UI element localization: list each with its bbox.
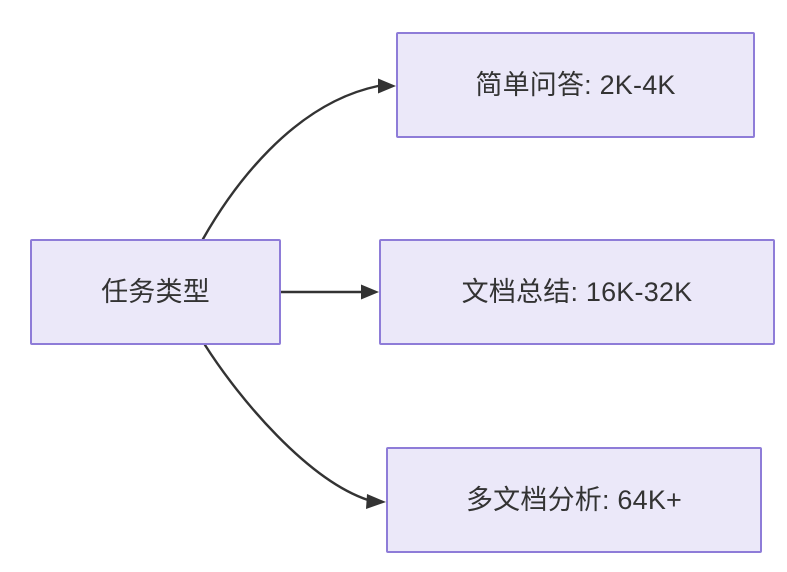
node-doc-summary[interactable]: 文档总结: 16K-32K [379, 239, 775, 345]
node-multi-doc-label: 多文档分析: 64K+ [465, 484, 682, 515]
node-simple-qa[interactable]: 简单问答: 2K-4K [396, 32, 755, 138]
node-multi-doc[interactable]: 多文档分析: 64K+ [386, 447, 762, 553]
edge-root-to-multi-doc [203, 343, 386, 509]
arrowhead-multi-doc [366, 494, 386, 509]
node-task-type[interactable]: 任务类型 [30, 239, 281, 345]
arrowhead-doc-summary [361, 284, 379, 300]
arrowhead-simple-qa [378, 78, 396, 94]
edge-root-to-doc-summary [279, 284, 379, 300]
edge-root-to-simple-qa [201, 78, 396, 241]
node-task-type-label: 任务类型 [101, 276, 210, 307]
node-simple-qa-label: 简单问答: 2K-4K [475, 69, 676, 100]
edge-path-root-to-multi-doc [203, 343, 370, 502]
node-doc-summary-label: 文档总结: 16K-32K [461, 276, 693, 307]
edge-path-root-to-simple-qa [201, 84, 380, 241]
